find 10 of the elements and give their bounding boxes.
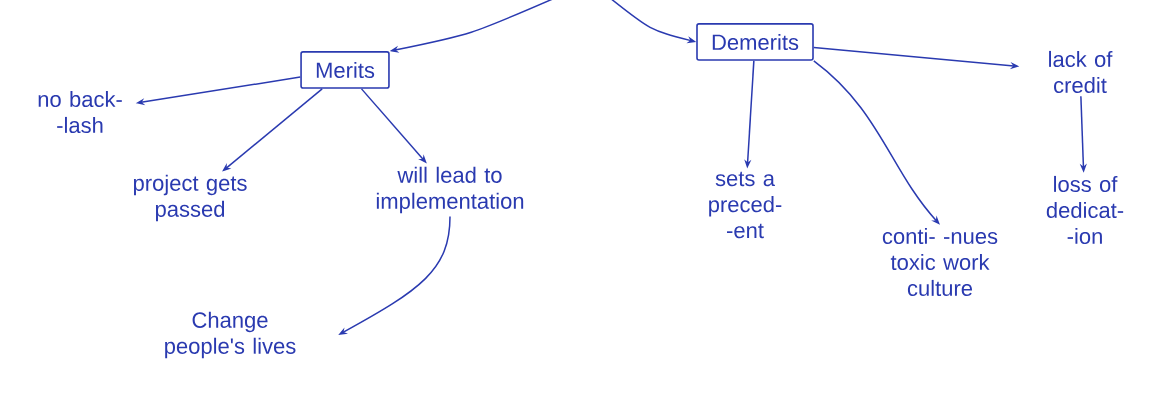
- label-box: Demerits: [696, 23, 814, 61]
- label-box: Merits: [300, 51, 390, 89]
- handwritten-note: lack of credit: [1049, 50, 1113, 94]
- handwritten-note: loss of dedicat- -ion: [1046, 175, 1124, 245]
- handwritten-note: project gets passed: [133, 174, 247, 222]
- handwritten-note: Change people's lives: [165, 311, 296, 359]
- handwritten-note: sets a preced- -ent: [709, 171, 782, 239]
- handwritten-note: will lead to implementation: [376, 166, 524, 214]
- handwritten-note: no back- -lash: [38, 90, 122, 134]
- handwritten-note: conti- -nues toxic work culture: [882, 227, 998, 297]
